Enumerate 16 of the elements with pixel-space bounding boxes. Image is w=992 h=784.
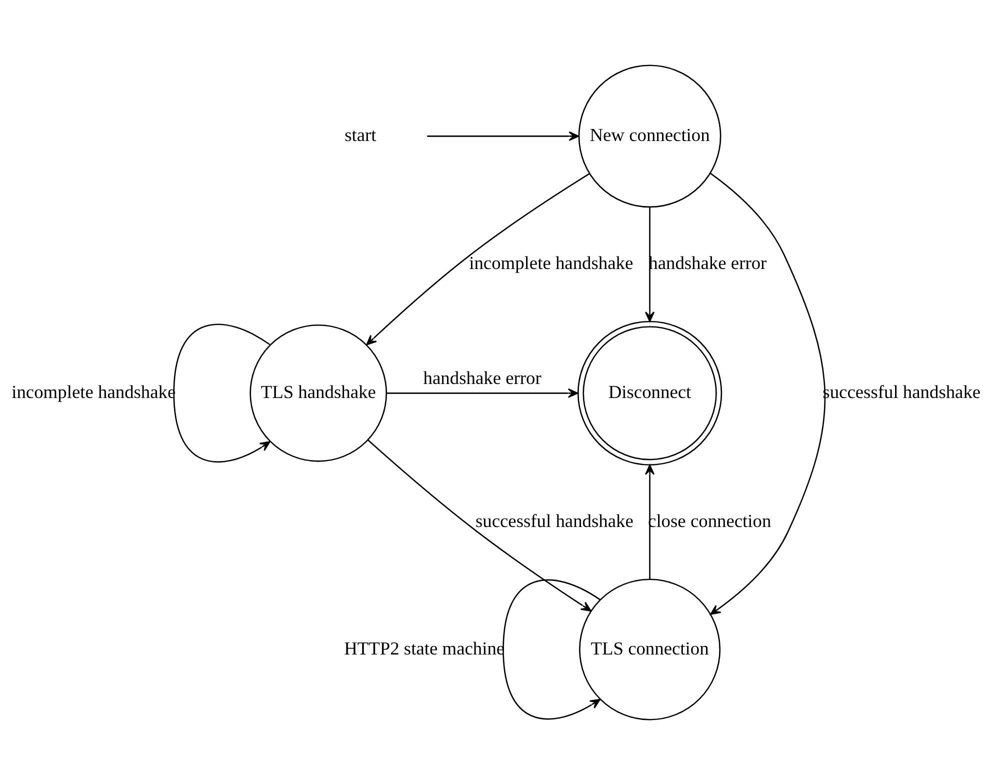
edge-label: incomplete handshake [469,252,634,273]
arrow [644,206,655,322]
node-circle: New connection [578,64,722,208]
arrow [710,172,826,614]
arrow [427,130,580,140]
edge-label: handshake error [423,368,542,388]
arrow [368,439,592,611]
node-text: start [344,124,376,145]
arrow [173,323,270,462]
node-circle: TLS handshake [250,324,388,462]
edge-label: successful handshake [475,510,634,530]
arrow [386,388,578,398]
arrow [502,579,600,720]
node-circle: Disconnect [577,320,722,465]
arrow [644,464,655,579]
arrow [366,172,590,345]
